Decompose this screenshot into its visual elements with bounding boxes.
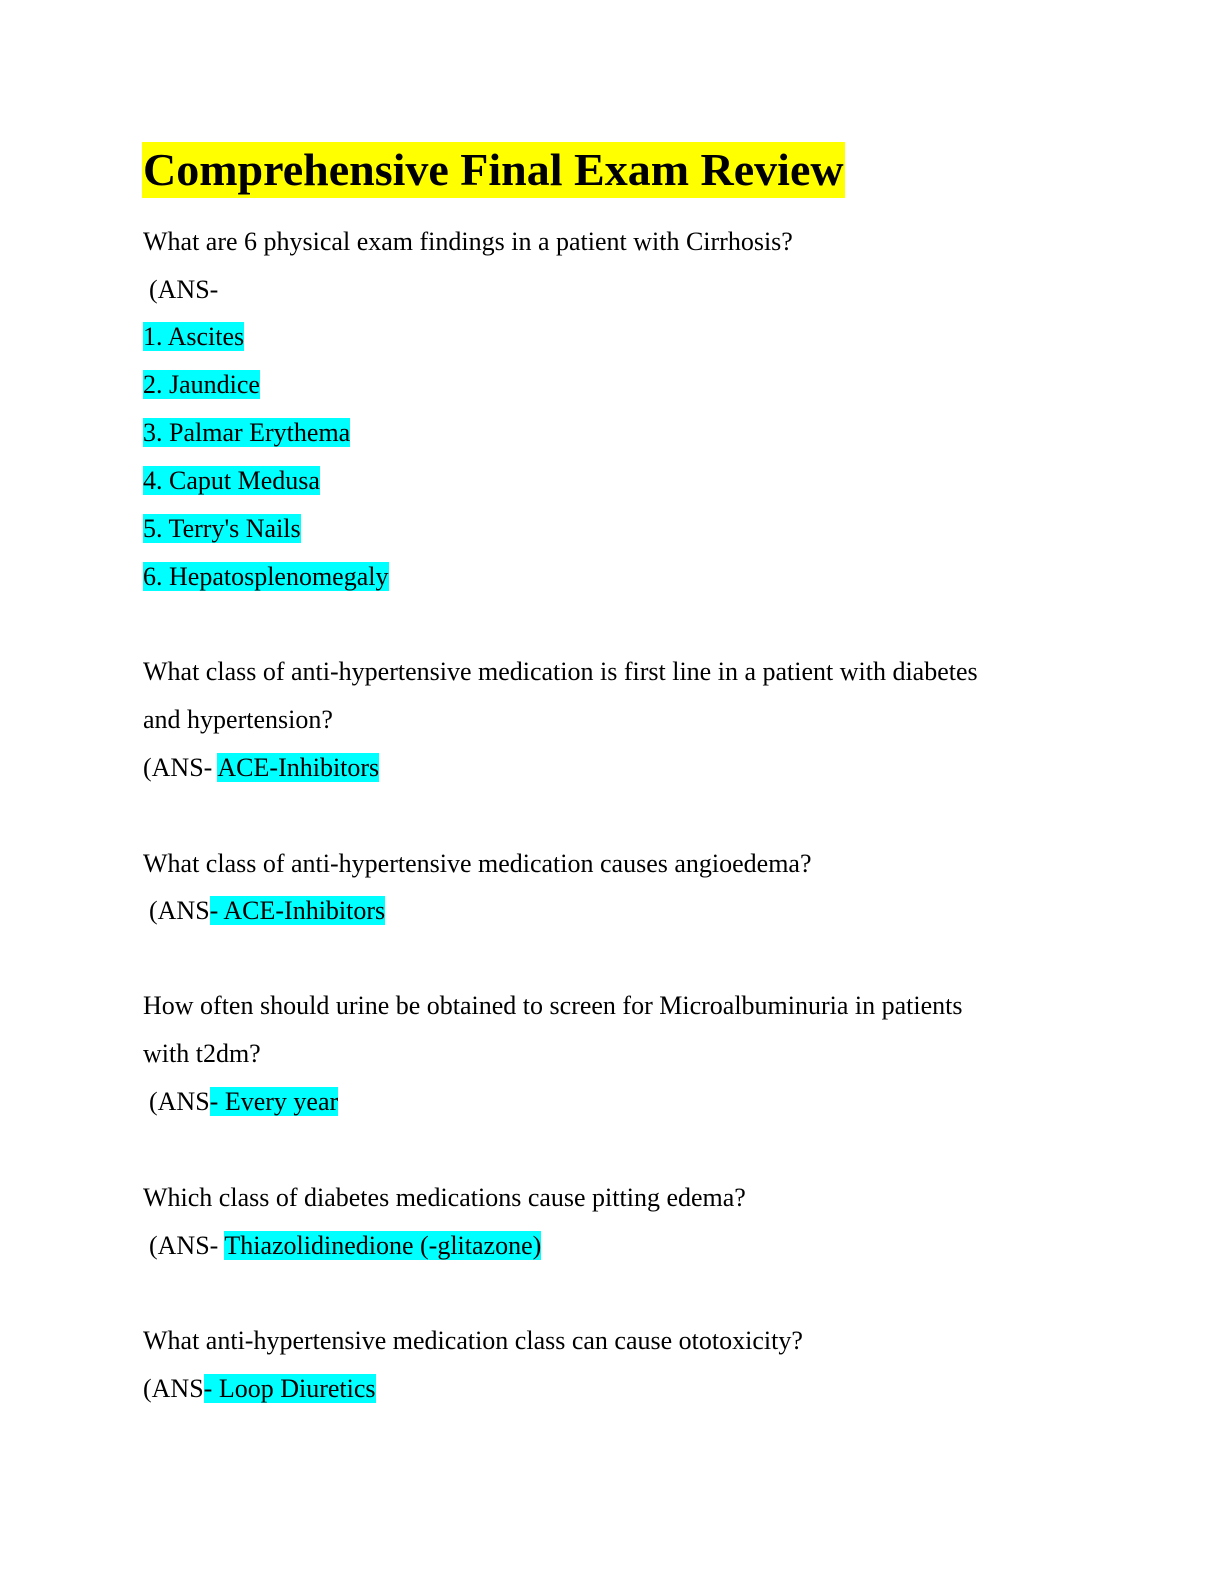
answer-highlight: Thiazolidinedione (-glitazone) xyxy=(224,1231,542,1260)
answer-highlight: - Every year xyxy=(209,1087,339,1116)
answer-highlight: ACE-Inhibitors xyxy=(217,753,380,782)
answer-item-4: 4. Caput Medusa xyxy=(143,465,320,497)
answer-angioedema: (ANS- ACE-Inhibitors xyxy=(149,895,386,927)
answer-item-6: 6. Hepatosplenomegaly xyxy=(143,561,389,593)
answer-highlight: 3. Palmar Erythema xyxy=(143,418,351,447)
answer-pitting-edema: (ANS- Thiazolidinedione (-glitazone) xyxy=(149,1230,542,1262)
question-cirrhosis: What are 6 physical exam findings in a p… xyxy=(143,227,793,256)
question-microalbuminuria: How often should urine be obtained to sc… xyxy=(143,991,963,1020)
answer-prefix: (ANS xyxy=(149,1087,210,1116)
answer-first-line-antihypertensive: (ANS- ACE-Inhibitors xyxy=(143,752,380,784)
answer-prefix: (ANS xyxy=(143,1374,204,1403)
answer-prefix: (ANS- xyxy=(143,753,218,782)
answer-ototoxicity: (ANS- Loop Diuretics xyxy=(143,1373,376,1405)
answer-item-3: 3. Palmar Erythema xyxy=(143,417,351,449)
question-pitting-edema: Which class of diabetes medications caus… xyxy=(143,1183,746,1212)
answer-prefix: (ANS- xyxy=(149,1231,225,1260)
answer-item-2: 2. Jaundice xyxy=(143,369,260,401)
answer-item-5: 5. Terry's Nails xyxy=(143,513,301,545)
question-first-line-antihypertensive: What class of anti-hypertensive medicati… xyxy=(143,657,978,686)
question-first-line-antihypertensive-cont: and hypertension? xyxy=(143,705,333,734)
answer-highlight: 1. Ascites xyxy=(143,322,245,351)
question-angioedema: What class of anti-hypertensive medicati… xyxy=(143,849,812,878)
answer-highlight: 5. Terry's Nails xyxy=(143,514,301,543)
answer-item-1: 1. Ascites xyxy=(143,321,245,353)
answer-prefix: (ANS xyxy=(149,896,210,925)
question-microalbuminuria-cont: with t2dm? xyxy=(143,1039,261,1068)
answer-prefix-cirrhosis: (ANS- xyxy=(149,275,219,304)
question-ototoxicity: What anti-hypertensive medication class … xyxy=(143,1326,803,1355)
answer-highlight: - Loop Diuretics xyxy=(203,1374,376,1403)
answer-highlight: 6. Hepatosplenomegaly xyxy=(143,562,389,591)
answer-microalbuminuria: (ANS- Every year xyxy=(149,1086,339,1118)
answer-highlight: - ACE-Inhibitors xyxy=(209,896,386,925)
document-title: Comprehensive Final Exam Review xyxy=(142,142,845,198)
answer-highlight: 4. Caput Medusa xyxy=(143,466,320,495)
answer-highlight: 2. Jaundice xyxy=(143,370,260,399)
